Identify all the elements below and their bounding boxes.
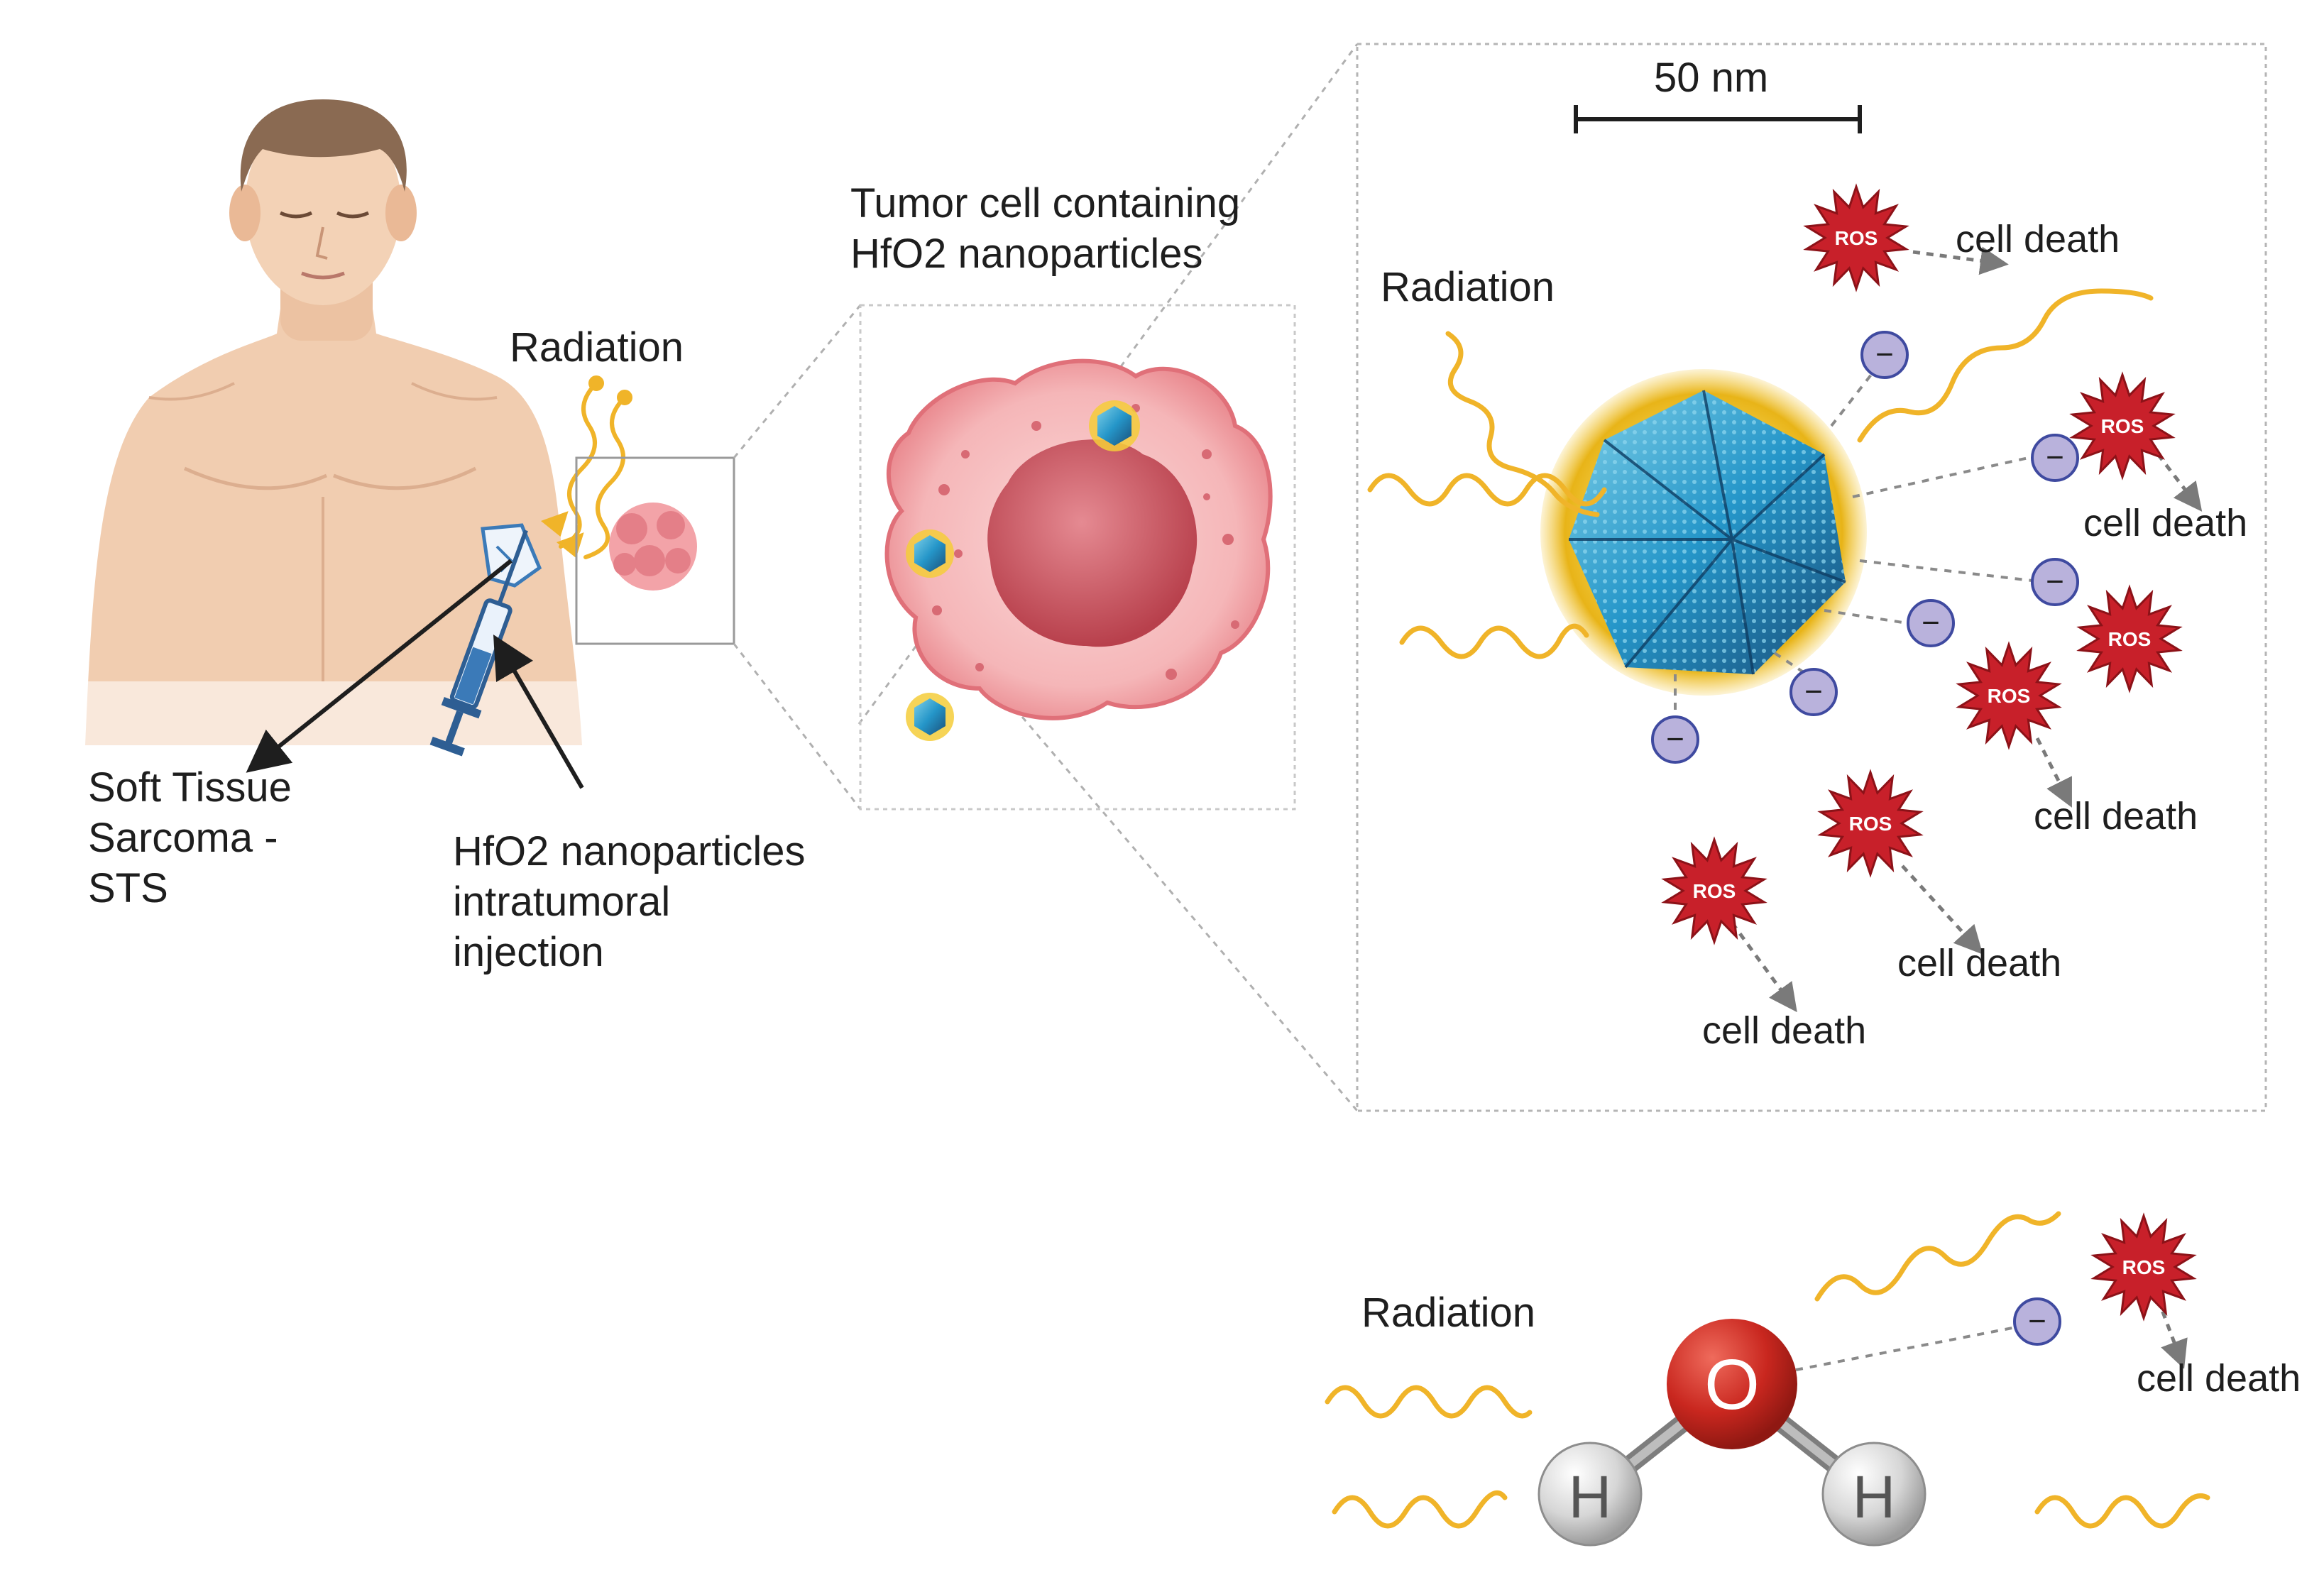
cell-death-arrow: [1912, 246, 2009, 275]
scale-bar-label: 50 nm: [1654, 55, 1769, 101]
tumor-cell-line-1: Tumor cell containing: [850, 180, 1241, 226]
injection-label: HfO2 nanoparticles intratumoral injectio…: [453, 827, 805, 977]
cell-death-arrow: [1730, 921, 1797, 1013]
water-molecule-icon: O H H: [1538, 1319, 1926, 1547]
hydrogen-atom: [1821, 1442, 1926, 1547]
electron-icon: −: [2031, 558, 2079, 606]
sarcoma-line-1: Soft Tissue: [88, 764, 292, 811]
oxygen-atom: [1667, 1319, 1797, 1449]
electron-sign: −: [1922, 605, 1940, 640]
ros-burst-icon: ROS: [1817, 769, 1924, 878]
ros-label: ROS: [1693, 880, 1736, 902]
sarcoma-pointer-arrow: [246, 559, 513, 773]
syringe-icon: [429, 529, 528, 757]
injection-line-1: HfO2 nanoparticles: [453, 828, 806, 874]
radiation-label-water: Radiation: [1361, 1290, 1536, 1336]
electron-sign: −: [1804, 674, 1823, 709]
scale-bar: [1574, 105, 1862, 133]
injection-line-3: injection: [453, 928, 604, 975]
cell-death-label: cell death: [1956, 218, 2120, 260]
soft-tissue-sarcoma-label: Soft Tissue Sarcoma - STS: [88, 763, 292, 913]
ros-label: ROS: [2122, 1256, 2166, 1278]
radiation-waves-bottom: [1325, 1211, 2210, 1529]
ros-burst-icon: ROS: [1803, 183, 1909, 292]
electron-icon: −: [1860, 331, 1909, 379]
hfo2-nanoparticle-icon: [1540, 369, 1867, 696]
nanoparticle-in-cell: [906, 693, 954, 741]
tumor-cell-frame: [859, 304, 1296, 811]
ros-burst-icon: ROS: [1661, 836, 1767, 945]
tumor-mass-icon: [609, 503, 697, 591]
tumor-cell-icon: [884, 358, 1273, 741]
nanoparticle-in-cell: [906, 529, 954, 578]
cell-death-label: cell death: [2034, 795, 2198, 838]
cell-death-arrow: [2035, 737, 2072, 808]
sarcoma-line-2: Sarcoma -: [88, 814, 278, 861]
ros-burst-icon: ROS: [2076, 584, 2183, 693]
cell-death-arrow: [2156, 453, 2203, 512]
sarcoma-line-3: STS: [88, 864, 168, 911]
cell-death-label: cell death: [1702, 1009, 1867, 1052]
tumor-inset-frame: [575, 456, 735, 645]
radiation-waves-zoom: [1367, 288, 2154, 659]
ros-label: ROS: [1988, 685, 2031, 707]
cell-death-label: cell death: [2137, 1357, 2301, 1400]
ros-burst-icon: ROS: [1956, 641, 2062, 750]
electron-icon: −: [1789, 668, 1838, 716]
hydrogen-atom: [1538, 1442, 1643, 1547]
electron-icon: −: [2031, 434, 2079, 482]
electron-sign: −: [2046, 440, 2064, 475]
electron-sign: −: [1875, 337, 1894, 372]
electron-icon: −: [1651, 715, 1699, 764]
cell-death-arrow: [1901, 864, 1983, 955]
hydrogen-symbol-right: H: [1853, 1464, 1896, 1530]
patient-figure: [64, 99, 603, 759]
tumor-cell-label: Tumor cell containing HfO2 nanoparticles: [850, 179, 1240, 280]
water-electron-line: [1795, 1326, 2017, 1371]
ros-burst-icon: ROS: [2090, 1212, 2197, 1322]
electron-sign: −: [2046, 564, 2064, 599]
nanoparticle-zoom-frame: [1356, 43, 2267, 1112]
electron-icon: −: [1907, 599, 1955, 647]
injection-line-2: intratumoral: [453, 878, 671, 925]
electron-icon: −: [2013, 1297, 2061, 1346]
cell-death-arrow: [2156, 1298, 2188, 1369]
radiation-label-patient: Radiation: [510, 324, 684, 370]
ros-label: ROS: [2101, 415, 2144, 437]
injection-pointer-arrow: [493, 635, 584, 789]
ros-label: ROS: [1835, 227, 1878, 249]
hydrogen-symbol-left: H: [1569, 1464, 1612, 1530]
tumor-cell-line-2: HfO2 nanoparticles: [850, 230, 1203, 277]
ros-label: ROS: [2108, 628, 2152, 650]
cell-death-label: cell death: [1897, 942, 2062, 984]
cell-death-label: cell death: [2083, 502, 2248, 544]
radiation-label-zoom: Radiation: [1381, 264, 1555, 310]
electron-sign: −: [1666, 722, 1684, 757]
oxygen-symbol: O: [1704, 1345, 1760, 1424]
ros-burst-icon: ROS: [2069, 371, 2176, 481]
electron-sign: −: [2028, 1304, 2046, 1339]
ros-label: ROS: [1849, 813, 1892, 835]
nanoparticle-in-cell: [1089, 400, 1140, 451]
